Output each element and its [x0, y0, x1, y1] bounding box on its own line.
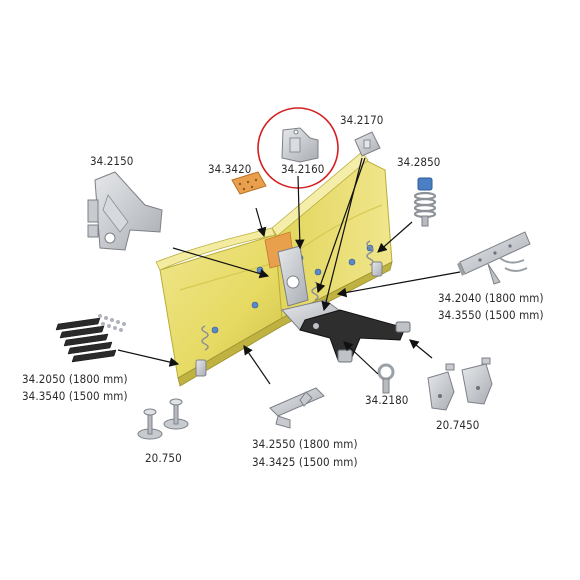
leader-arrows [117, 157, 461, 385]
part-34-3420-plate-image [231, 171, 267, 195]
blade-skids [195, 261, 383, 377]
label-20-7450: 20.7450 [436, 418, 480, 432]
part-34-2160-bracket-image [281, 127, 319, 163]
label-34-3550: 34.3550 (1500 mm) [438, 308, 544, 322]
label-34-2160: 34.2160 [281, 162, 325, 176]
label-34-3420: 34.3420 [208, 162, 252, 176]
part-34-2050-strips-image [55, 314, 126, 363]
label-34-2170: 34.2170 [340, 113, 384, 127]
part-34-2040-tube-image [457, 231, 531, 285]
part-34-2180-eyebolt-image [377, 363, 395, 394]
label-34-2180: 34.2180 [365, 393, 409, 407]
part-34-2150-bracket-image [87, 171, 163, 251]
part-34-2170-bracket-image [354, 131, 381, 157]
part-34-2850-spring-image [413, 177, 437, 227]
part-34-2550-mount-image [269, 387, 325, 429]
label-34-3425: 34.3425 (1500 mm) [252, 455, 358, 469]
label-34-2040: 34.2040 (1800 mm) [438, 291, 544, 305]
plow-blade [155, 151, 393, 387]
part-20-7450-latches-image [427, 357, 493, 411]
label-20-750: 20.750 [145, 451, 182, 465]
label-34-2850: 34.2850 [397, 155, 441, 169]
push-frame [299, 309, 411, 363]
label-34-2150: 34.2150 [90, 154, 134, 168]
part-20-750-skids-image [137, 398, 189, 440]
label-34-2050: 34.2050 (1800 mm) [22, 372, 128, 386]
label-34-2550: 34.2550 (1800 mm) [252, 437, 358, 451]
label-34-3540: 34.3540 (1500 mm) [22, 389, 128, 403]
